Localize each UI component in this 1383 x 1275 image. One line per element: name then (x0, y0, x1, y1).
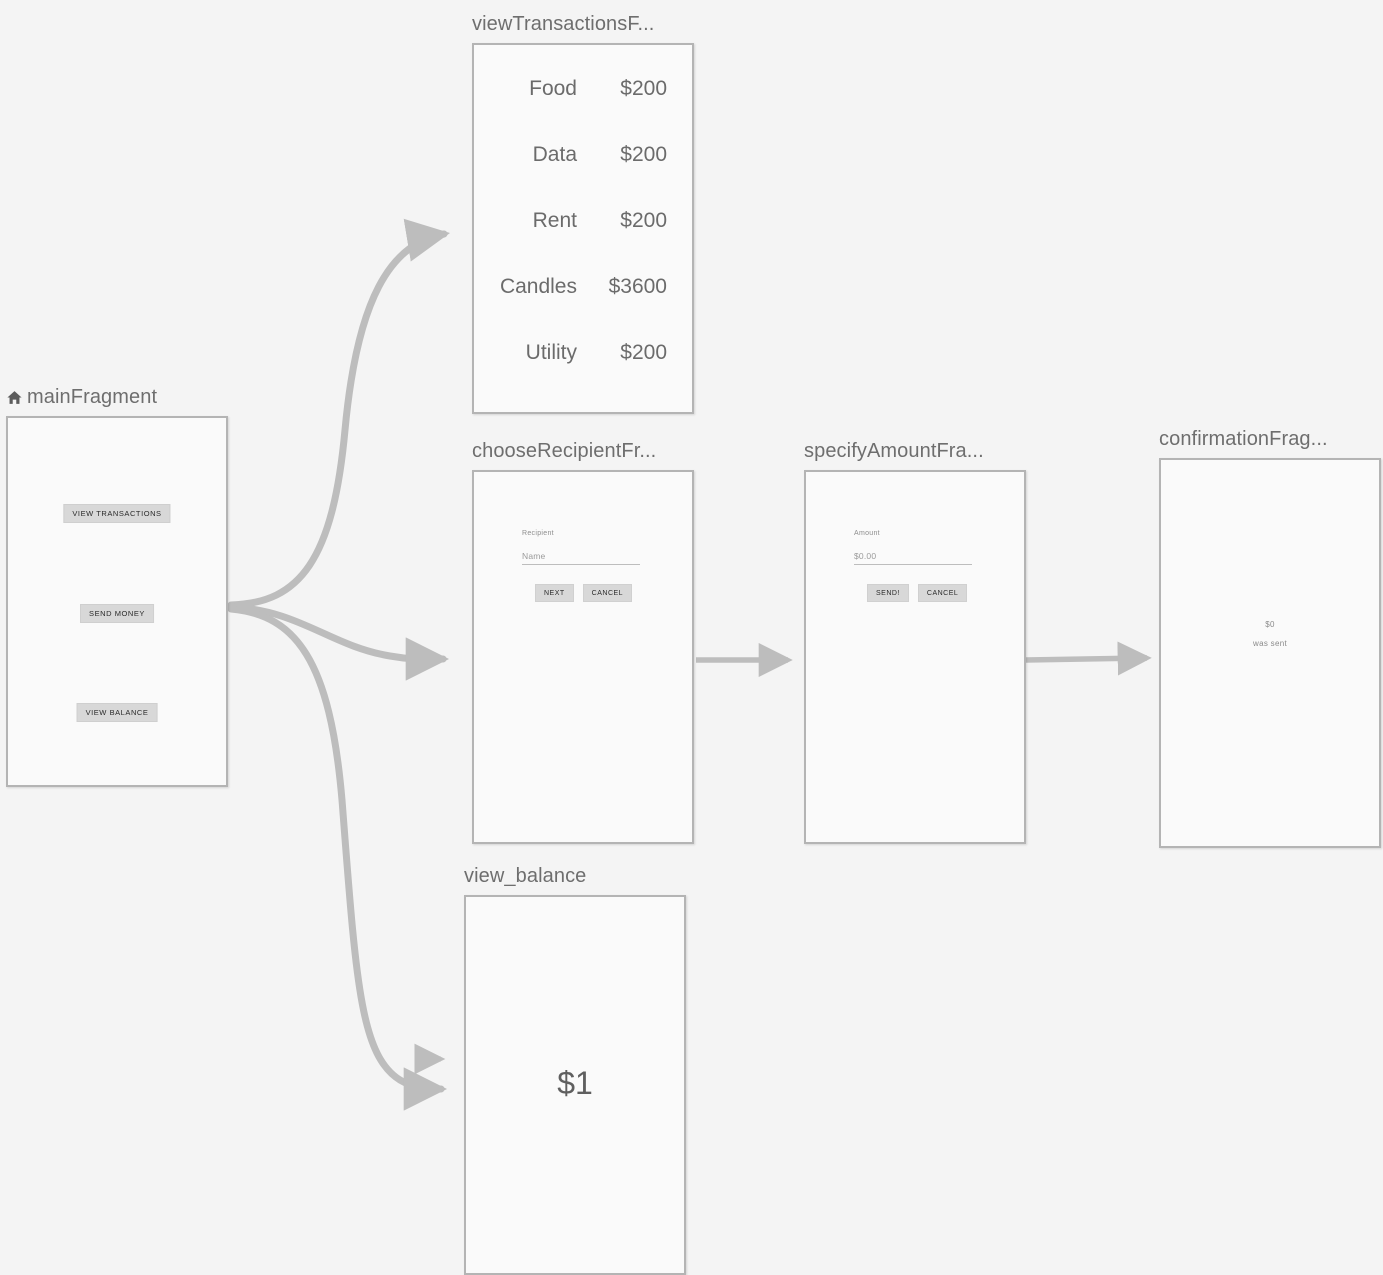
transaction-amount: $3600 (608, 275, 667, 298)
edge-main-to-balance (227, 605, 448, 1111)
recipient-form: Recipient Name NEXT CANCEL (522, 530, 652, 602)
recipient-field-label: Recipient (522, 530, 554, 537)
amount-form: Amount $0.00 SEND! CANCEL (854, 530, 984, 602)
transaction-amount: $200 (620, 143, 667, 166)
edge-main-to-recipient (227, 603, 450, 681)
send-money-button[interactable]: SEND MONEY (80, 604, 154, 623)
cancel-button[interactable]: CANCEL (917, 584, 968, 602)
panel-confirmation[interactable]: $0 was sent (1159, 458, 1381, 848)
home-icon (6, 389, 23, 406)
table-row: Utility $200 (474, 341, 692, 365)
node-title-amount: specifyAmountFra... (804, 440, 984, 462)
confirmation-amount: $0 (1265, 620, 1275, 629)
node-view-balance-fragment[interactable]: view_balance $1 (464, 862, 686, 1275)
node-title-balance: view_balance (464, 865, 587, 887)
node-title-main: mainFragment (6, 383, 228, 411)
amount-field-label: Amount (854, 530, 880, 537)
view-balance-button[interactable]: VIEW BALANCE (76, 703, 158, 722)
node-main-fragment[interactable]: mainFragment VIEW TRANSACTIONS SEND MONE… (6, 383, 228, 787)
transaction-label: Food (529, 77, 577, 100)
confirmation-subtitle: was sent (1253, 639, 1287, 648)
node-specify-amount-fragment[interactable]: specifyAmountFra... Amount $0.00 SEND! C… (804, 437, 1026, 844)
panel-view-transactions[interactable]: Food $200 Data $200 Rent $200 Candles $3… (472, 43, 694, 414)
edge-amount-to-confirmation (1025, 641, 1152, 676)
node-choose-recipient-fragment[interactable]: chooseRecipientFr... Recipient Name NEXT… (472, 437, 694, 844)
balance-amount: $1 (557, 1065, 593, 1101)
panel-choose-recipient[interactable]: Recipient Name NEXT CANCEL (472, 470, 694, 844)
transaction-amount: $200 (620, 209, 667, 232)
transaction-label: Data (532, 143, 577, 166)
amount-form-actions: SEND! CANCEL (854, 584, 984, 602)
node-confirmation-fragment[interactable]: confirmationFrag... $0 was sent (1159, 425, 1381, 848)
node-title-confirmation: confirmationFrag... (1159, 428, 1328, 450)
recipient-name-input[interactable]: Name (522, 551, 640, 565)
amount-input[interactable]: $0.00 (854, 551, 972, 565)
panel-specify-amount[interactable]: Amount $0.00 SEND! CANCEL (804, 470, 1026, 844)
table-row: Data $200 (474, 143, 692, 167)
table-row: Food $200 (474, 77, 692, 101)
table-row: Rent $200 (474, 209, 692, 233)
table-row: Candles $3600 (474, 275, 692, 299)
recipient-form-actions: NEXT CANCEL (522, 584, 652, 602)
transaction-label: Candles (499, 275, 577, 298)
cancel-button[interactable]: CANCEL (582, 584, 633, 602)
send-button[interactable]: SEND! (867, 584, 909, 602)
transaction-amount: $200 (620, 77, 667, 100)
node-title-recipient: chooseRecipientFr... (472, 440, 657, 462)
view-transactions-button[interactable]: VIEW TRANSACTIONS (63, 504, 171, 523)
panel-view-balance[interactable]: $1 (464, 895, 686, 1275)
panel-main-fragment[interactable]: VIEW TRANSACTIONS SEND MONEY VIEW BALANC… (6, 416, 228, 787)
transaction-amount: $200 (620, 341, 667, 364)
node-title-transactions: viewTransactionsF... (472, 13, 655, 35)
confirmation-message: $0 was sent (1161, 620, 1379, 648)
node-title-main-label: mainFragment (27, 386, 158, 408)
transaction-label: Rent (532, 209, 577, 232)
transaction-label: Utility (525, 341, 577, 364)
edge-main-to-transactions (227, 218, 450, 609)
node-view-transactions-fragment[interactable]: viewTransactionsF... Food $200 Data $200… (472, 10, 694, 414)
next-button[interactable]: NEXT (535, 584, 574, 602)
